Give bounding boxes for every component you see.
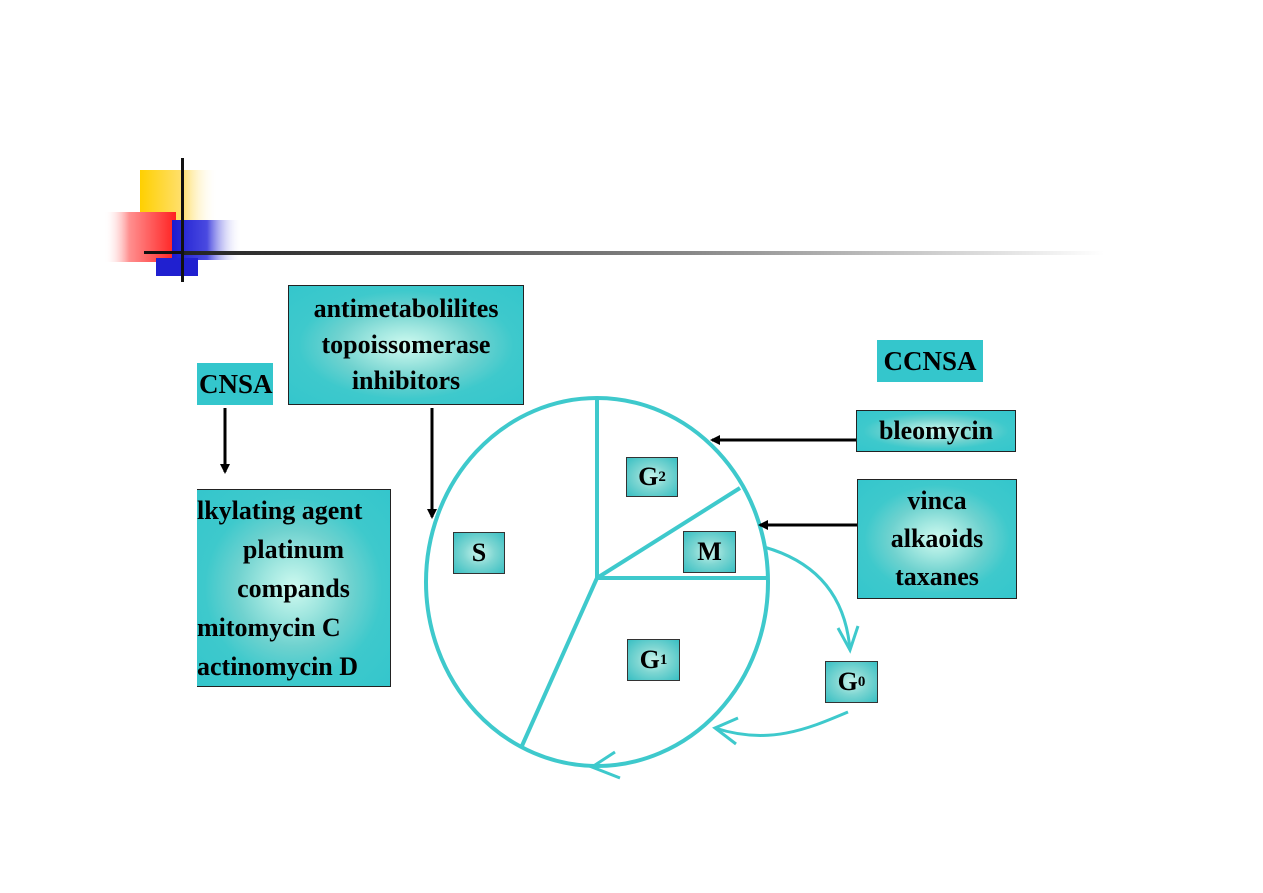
vinca-line-1: vinca	[907, 486, 967, 515]
title-rule	[184, 251, 1104, 255]
phase-specific-line-1: antimetabolilites	[313, 294, 499, 323]
phase-m-label: M	[683, 531, 736, 573]
phase-s-label: S	[453, 532, 505, 574]
vinca-taxanes-box: vinca alkaoids taxanes	[857, 479, 1017, 599]
nonspecific-line-1: lkylating agent	[197, 495, 363, 525]
phase-dividers	[519, 398, 768, 749]
m-to-g0-arrow	[763, 545, 852, 651]
nonspecific-line-5: actinomycin D	[197, 651, 359, 681]
phase-g0-subscript: 0	[857, 673, 866, 690]
phase-specific-line-3: inhibitors	[351, 366, 461, 395]
nonspecific-drugs-box: lkylating agent platinum compands mitomy…	[197, 489, 391, 687]
phase-g2-subscript: 2	[658, 468, 666, 485]
bleomycin-box: bleomycin	[856, 410, 1016, 452]
phase-specific-drugs-box: antimetabolilites topoissomerase inhibit…	[288, 285, 524, 405]
nonspecific-line-2: platinum	[242, 534, 345, 564]
phase-specific-line-2: topoissomerase	[321, 330, 491, 359]
cycle-direction-arrowhead	[588, 750, 621, 780]
ccnsa-left-label: CNSA	[197, 363, 273, 405]
vinca-line-3: taxanes	[895, 562, 979, 591]
logo-squares-icon	[104, 158, 242, 282]
ccnsa-right-label: CCNSA	[877, 340, 983, 382]
nonspecific-line-3: compands	[237, 573, 350, 603]
nonspecific-line-4: mitomycin C	[197, 612, 341, 642]
vinca-line-2: alkaoids	[890, 524, 984, 553]
g0-to-g1-arrow	[714, 710, 849, 737]
phase-g1-subscript: 1	[659, 651, 668, 668]
